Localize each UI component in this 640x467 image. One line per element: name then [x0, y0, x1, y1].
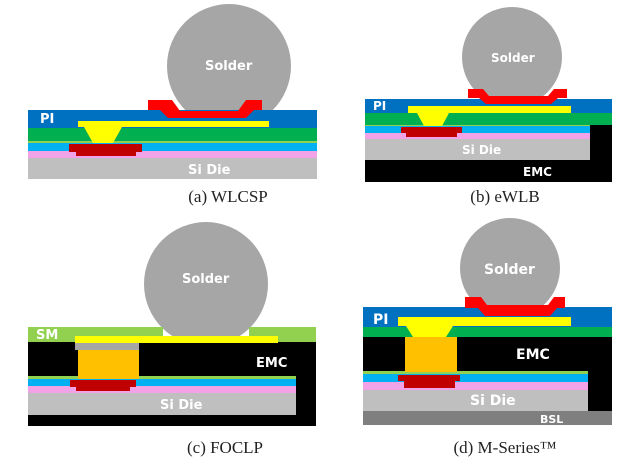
si-die: [28, 392, 296, 415]
caption-m-series: (d) M-Series™: [453, 438, 556, 457]
solder-label: Solder: [205, 59, 253, 74]
bsl-layer: [363, 411, 612, 425]
green-layer: [365, 112, 612, 125]
passivation-layer: [28, 143, 317, 151]
copper-pillar: [405, 337, 457, 372]
emc-label: EMC: [523, 165, 552, 179]
solder-ball: [167, 4, 291, 128]
panel-wlcsp: PI Si Die Solder (a) WLCSP: [28, 4, 317, 206]
pink-layer: [363, 382, 588, 390]
copper-pillar: [78, 350, 139, 379]
green-layer: [363, 327, 612, 337]
caption-wlcsp: (a) WLCSP: [188, 187, 268, 206]
pink-layer: [28, 150, 317, 158]
pi-label: PI: [373, 99, 386, 113]
ubm-pad: [468, 89, 567, 104]
rdl-trace: [78, 121, 269, 143]
die-pad: [398, 375, 460, 388]
pink-layer: [28, 386, 296, 393]
light-green-layer: [363, 371, 588, 374]
solder-label: Solder: [491, 51, 535, 65]
rdl-trace: [408, 106, 571, 126]
rdl-trace: [398, 317, 571, 337]
solder-ball: [462, 7, 562, 107]
passivation-layer: [363, 374, 588, 382]
ubm-pad: [148, 100, 262, 118]
emc-label: EMC: [516, 347, 550, 363]
panel-foclp: SM EMC Si Die Solder (c) FOCLP: [28, 222, 316, 457]
pi-label: PI: [40, 112, 54, 127]
die-pad: [401, 127, 462, 137]
si-die-label: Si Die: [188, 163, 231, 178]
sm-label: SM: [36, 328, 58, 343]
solder-ball: [460, 218, 560, 318]
solder-label: Solder: [484, 262, 535, 278]
si-die-label: Si Die: [462, 143, 501, 157]
passivation-layer: [365, 126, 590, 133]
die-pad: [70, 380, 136, 391]
pink-layer: [365, 132, 590, 139]
emc-label: EMC: [256, 356, 287, 371]
bsl-label: BSL: [540, 413, 563, 426]
solder-label: Solder: [182, 272, 230, 287]
si-die: [365, 138, 590, 160]
si-die: [28, 157, 317, 179]
solder-ball: [144, 222, 268, 346]
panel-ewlb: PI Si Die EMC Solder (b) eWLB: [365, 7, 612, 206]
caption-foclp: (c) FOCLP: [187, 438, 263, 457]
light-green-layer: [28, 376, 296, 379]
caption-ewlb: (b) eWLB: [470, 187, 539, 206]
si-die-label: Si Die: [470, 393, 516, 409]
ubm-pad: [465, 297, 565, 316]
pi-label: PI: [373, 312, 388, 328]
light-green-layer: [28, 140, 317, 143]
rdl-trace: [75, 336, 278, 343]
pillar-cap: [75, 343, 139, 350]
passivation-layer: [28, 379, 296, 386]
si-die-label: Si Die: [160, 398, 203, 413]
green-layer: [28, 127, 317, 141]
die-pad: [69, 144, 142, 156]
si-die: [363, 390, 588, 411]
panel-m-series: PI EMC Si Die BSL Solder (d) M-Series™: [363, 218, 612, 457]
